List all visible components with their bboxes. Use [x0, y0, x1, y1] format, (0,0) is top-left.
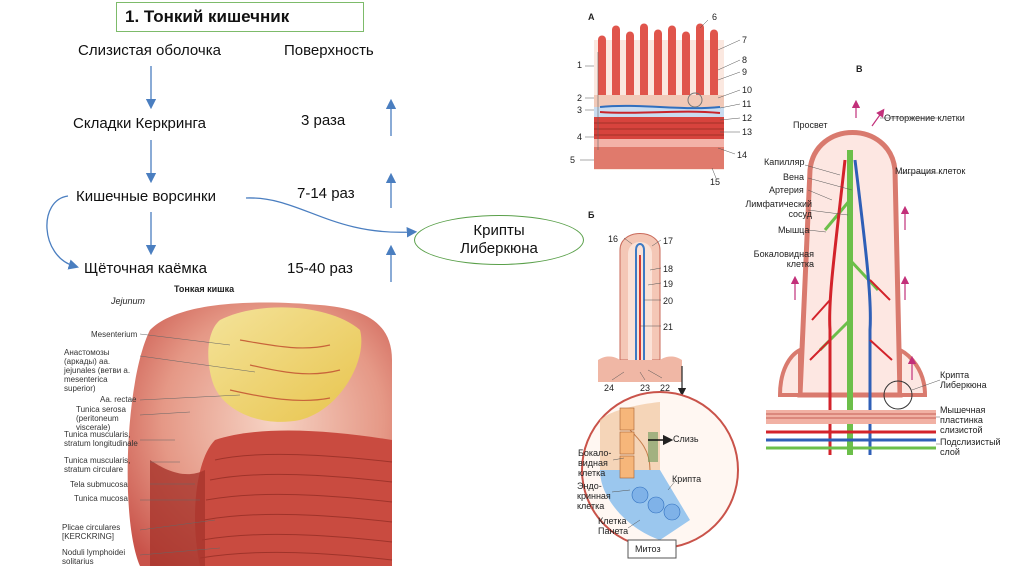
- panel-b-num-17: 17: [663, 236, 674, 246]
- label-crypt-v: Крипта Либеркюна: [940, 370, 987, 390]
- label-goblet-cell-b: Бокало-видная клетка: [578, 448, 612, 478]
- panel-a-num-8: 8: [742, 55, 748, 65]
- label-tunica-serosa: Tunica serosa (peritoneum viscerale): [76, 405, 126, 432]
- label-muscularis-mucosae: Мышечная пластинка слизистой: [940, 405, 986, 435]
- label-lumen: Просвет: [793, 120, 828, 130]
- label-goblet-cell-v: Бокаловидная клетка: [753, 249, 814, 269]
- panel-b-num-16: 16: [608, 234, 619, 244]
- label-tunica-mucosa: Tunica mucosa: [74, 494, 128, 503]
- crypts-line1: Крипты: [473, 222, 525, 239]
- brush-border-factor: 15-40 раз: [287, 260, 353, 277]
- label-mesenterium: Mesenterium: [91, 330, 138, 339]
- crypts-lieberkuhn-oval: Крипты Либеркюна: [414, 215, 584, 265]
- label-shedding: Отторжение клетки: [884, 113, 965, 123]
- label-vein: Вена: [783, 172, 804, 182]
- panel-a-num-12: 12: [742, 113, 753, 123]
- panel-b-letter: Б: [588, 210, 595, 220]
- panel-a-num-11: 11: [742, 99, 752, 109]
- panel-a-num-4: 4: [577, 132, 583, 142]
- label-lymph-vessel: Лимфатический сосуд: [745, 199, 812, 219]
- panel-a-num-5: 5: [570, 155, 576, 165]
- panel-b-num-19: 19: [663, 279, 674, 289]
- panel-a-letter: А: [588, 12, 595, 22]
- kerckring-folds-label: Складки Керкринга: [73, 115, 206, 132]
- panel-a-num-6: 6: [712, 12, 718, 22]
- label-muscle: Мышца: [778, 225, 810, 235]
- label-mucus: Слизь: [673, 434, 699, 444]
- panel-a-num-2: 2: [577, 93, 583, 103]
- kerckring-factor: 3 раза: [301, 112, 346, 129]
- villi-factor: 7-14 раз: [297, 185, 355, 202]
- label-aa-rectae: Aa. rectae: [100, 395, 137, 404]
- curved-arrow-to-crypts: [245, 197, 418, 238]
- panel-a-num-15: 15: [710, 177, 721, 187]
- panel-a-num-7: 7: [742, 35, 748, 45]
- brush-border-label: Щёточная каёмка: [84, 260, 207, 277]
- panel-b-num-18: 18: [663, 264, 674, 274]
- panel-a-num-10: 10: [742, 85, 753, 95]
- label-stratum-longitudinale: Tunica muscularis, stratum longitudinale: [64, 430, 138, 448]
- panel-v-letter: В: [856, 64, 863, 74]
- curved-arrow-villi-to-brush: [46, 195, 79, 270]
- label-tela-submucosa: Tela submucosa: [70, 480, 128, 489]
- label-capillary: Капилляр: [764, 157, 805, 167]
- panel-a-num-14: 14: [737, 150, 748, 160]
- panel-a-num-13: 13: [742, 127, 753, 137]
- label-paneth-cell: Клетка Панета: [598, 516, 629, 536]
- anatomy-subtitle: Jejunum: [111, 296, 146, 306]
- panel-b-num-23: 23: [640, 383, 651, 393]
- label-submucosa: Подслизистый слой: [940, 437, 1001, 457]
- panel-b-num-21: 21: [663, 322, 674, 332]
- label-anastomoses: Анастомозы (аркады) aa. jejunales (ветви…: [64, 348, 131, 393]
- label-noduli: Noduli lymphoidei solitarius: [62, 548, 126, 566]
- label-stratum-circulare: Tunica muscularis, stratum circulare: [64, 456, 131, 474]
- slide-title: 1. Тонкий кишечник: [116, 2, 364, 32]
- mucosa-header: Слизистая оболочка: [78, 42, 221, 59]
- panel-b-num-22: 22: [660, 383, 671, 393]
- panel-a-num-1: 1: [577, 60, 583, 70]
- label-artery: Артерия: [769, 185, 804, 195]
- label-migration: Миграция клеток: [895, 166, 966, 176]
- anatomy-title: Тонкая кишка: [174, 284, 235, 294]
- crypts-line2: Либеркюна: [460, 240, 538, 257]
- villi-label: Кишечные ворсинки: [76, 188, 216, 205]
- panel-b-num-24: 24: [604, 383, 615, 393]
- label-crypt-b: Крипта: [672, 474, 702, 484]
- panel-b-num-20: 20: [663, 296, 674, 306]
- panel-a-num-9: 9: [742, 67, 748, 77]
- panel-a-num-3: 3: [577, 105, 583, 115]
- surface-header: Поверхность: [284, 42, 374, 59]
- label-endocrine-cell: Эндо-кринная клетка: [577, 481, 611, 511]
- label-plicae-circulares: Plicae circulares [KERCKRING]: [62, 523, 121, 541]
- label-mitosis: Митоз: [635, 544, 661, 554]
